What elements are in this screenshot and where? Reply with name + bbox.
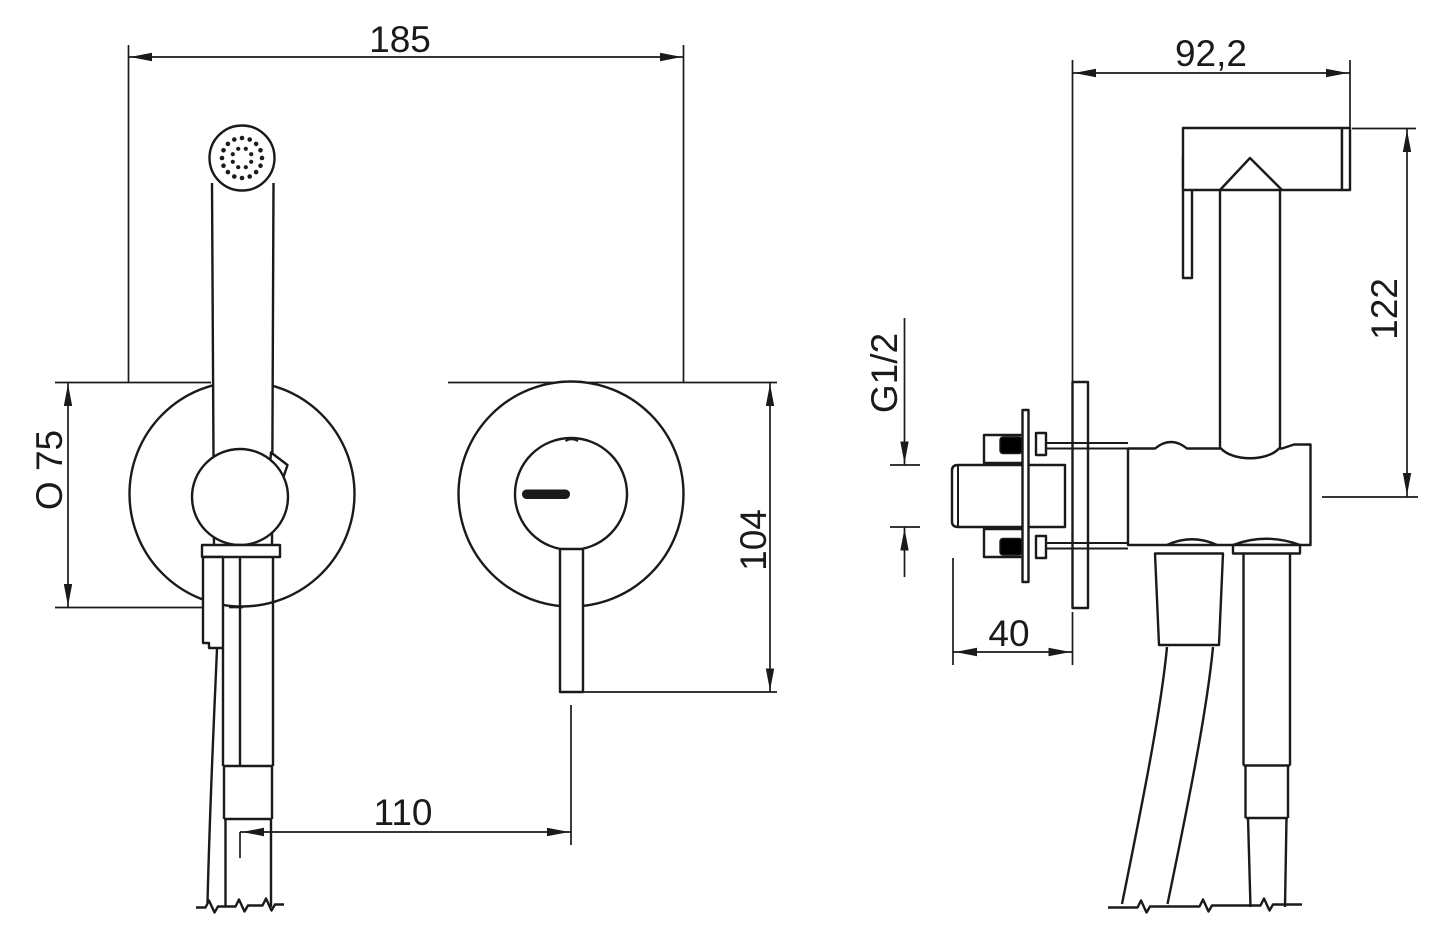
connection-pins bbox=[1046, 442, 1128, 550]
break-line-side bbox=[1108, 897, 1302, 914]
head-cone-joint bbox=[1219, 156, 1283, 191]
arrowhead-bottom bbox=[63, 584, 73, 606]
dim-label-40: 40 bbox=[988, 613, 1029, 654]
arrowhead-bottom bbox=[1402, 473, 1412, 495]
arrowhead-right bbox=[660, 52, 682, 62]
mounting-plate bbox=[1021, 408, 1030, 584]
side-view: 92,2 122 G1/2 40 bbox=[864, 33, 1418, 914]
dim-label-92-2: 92,2 bbox=[1175, 33, 1247, 74]
break-line-front bbox=[196, 897, 284, 914]
spray-face bbox=[208, 124, 276, 192]
outlet-cap-front bbox=[200, 543, 282, 559]
holder-knob-front bbox=[190, 447, 290, 547]
arrowhead-left bbox=[242, 827, 264, 837]
outlet-tube-front bbox=[221, 557, 275, 907]
mixer-lever bbox=[558, 547, 585, 694]
outlet-tube-side bbox=[1231, 543, 1302, 908]
inlet-body bbox=[950, 463, 1067, 529]
spray-face-cap bbox=[1340, 126, 1352, 192]
dim-label-g12: G1/2 bbox=[864, 333, 905, 413]
holder-shoulders bbox=[1166, 537, 1301, 547]
dim-height-122: 122 bbox=[1322, 127, 1418, 498]
hose-end-section bbox=[224, 819, 273, 907]
hose-cone-side bbox=[1153, 552, 1225, 647]
dim-thread-g12: G1/2 bbox=[864, 318, 920, 577]
nut-section bbox=[1244, 765, 1290, 818]
dim-plate-diameter: O 75 bbox=[29, 381, 211, 609]
spray-nozzles bbox=[219, 135, 265, 181]
arrowhead-right bbox=[1048, 647, 1071, 657]
nut-section bbox=[222, 766, 274, 819]
arrowhead-right bbox=[547, 827, 569, 837]
brand-mark bbox=[522, 489, 570, 499]
hose-end-section bbox=[1246, 817, 1288, 908]
outlet-cap-side bbox=[1231, 543, 1302, 555]
holder-side bbox=[1126, 440, 1312, 547]
mixer-front bbox=[457, 380, 685, 694]
dim-label-110: 110 bbox=[374, 792, 433, 833]
shower-hose-side-right bbox=[1166, 646, 1215, 905]
dim-height-104: 104 bbox=[448, 381, 777, 693]
arrowhead-top bbox=[63, 384, 73, 406]
head-side bbox=[1181, 126, 1344, 192]
seal-upper bbox=[999, 436, 1023, 455]
outlet-edges bbox=[1242, 553, 1292, 766]
dim-embed-40: 40 bbox=[952, 558, 1074, 665]
fixing-nut-upper bbox=[1034, 431, 1048, 457]
arrowhead-down bbox=[900, 441, 909, 464]
index-tick bbox=[564, 438, 579, 442]
handshower-side bbox=[1181, 126, 1352, 449]
handle-side bbox=[1218, 190, 1282, 449]
dim-offset-110: 110 bbox=[239, 705, 572, 858]
arrowhead-top bbox=[1402, 130, 1412, 152]
shower-hose-side-left bbox=[1120, 646, 1169, 905]
valve-body-side bbox=[950, 408, 1067, 584]
dim-label-104: 104 bbox=[733, 509, 774, 571]
arrowhead-right bbox=[1326, 68, 1348, 78]
fixing-nut-lower bbox=[1034, 534, 1048, 560]
handshower-head bbox=[208, 124, 276, 192]
wall-plate-side bbox=[1071, 380, 1090, 610]
arrowhead-left bbox=[1074, 68, 1096, 78]
seal-lower bbox=[999, 537, 1023, 556]
front-view: 185 O 75 104 110 bbox=[29, 19, 777, 914]
dim-label-185: 185 bbox=[369, 19, 431, 60]
hose-cone-front bbox=[201, 555, 225, 650]
arrowhead-left bbox=[130, 52, 152, 62]
dim-overall-width: 185 bbox=[127, 19, 685, 383]
dim-label-122: 122 bbox=[1364, 278, 1405, 340]
dim-label-o75: O 75 bbox=[29, 430, 70, 510]
arrowhead-up bbox=[900, 528, 909, 551]
shower-hose-front bbox=[206, 648, 219, 904]
dim-depth-92: 92,2 bbox=[1071, 33, 1351, 382]
arrowhead-left bbox=[955, 647, 977, 657]
arrowhead-top bbox=[765, 384, 775, 406]
arrowhead-bottom bbox=[765, 668, 775, 691]
